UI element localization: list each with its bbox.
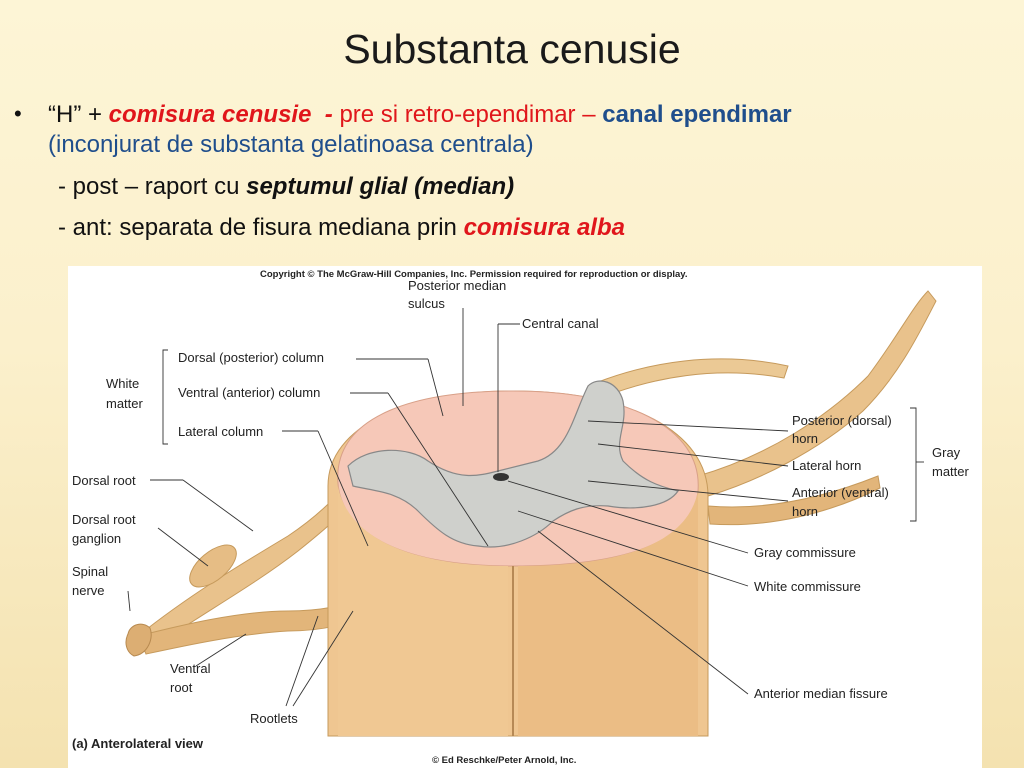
dash-text: - xyxy=(311,101,340,128)
substanta-gelatinoasa-text: (inconjurat de substanta gelatinoasa cen… xyxy=(48,131,534,158)
label-white-commissure: White commissure xyxy=(754,579,861,594)
label-lateral-column: Lateral column xyxy=(178,424,263,439)
label-spinal-nerve-1: Spinal xyxy=(72,564,108,579)
sub-bullet-post: - post – raport cu septumul glial (media… xyxy=(58,172,514,202)
bullet-main: • “H” + comisura cenusie - pre si retro-… xyxy=(14,100,1014,160)
label-white-1: White xyxy=(106,376,139,391)
label-drg-2: ganglion xyxy=(72,531,121,546)
spinal-cord-illustration: Copyright © The McGraw-Hill Companies, I… xyxy=(72,269,970,766)
label-anterior-horn-2: horn xyxy=(792,504,818,519)
comisura-alba-text: comisura alba xyxy=(463,214,625,241)
leader-lines xyxy=(127,308,924,707)
canal-ependimar-text: canal ependimar xyxy=(602,101,792,128)
bullet-text: “H” + comisura cenusie - pre si retro-ep… xyxy=(48,100,1014,160)
bullet-h-text: “H” + xyxy=(48,101,109,128)
sub-ant-prefix: - ant: separata de fisura mediana prin xyxy=(58,214,464,241)
gray-matter-h xyxy=(347,380,679,548)
copyright-bottom: © Ed Reschke/Peter Arnold, Inc. xyxy=(432,755,576,766)
label-rootlets: Rootlets xyxy=(250,711,298,726)
label-spinal-nerve-2: nerve xyxy=(72,583,105,598)
label-posterior-median-1: Posterior median xyxy=(408,278,506,293)
label-central-canal: Central canal xyxy=(522,316,599,331)
label-dorsal-root: Dorsal root xyxy=(72,473,136,488)
sub-bullet-ant: - ant: separata de fisura mediana prin c… xyxy=(58,213,625,243)
label-ventral-column: Ventral (anterior) column xyxy=(178,385,320,400)
label-white-2: matter xyxy=(106,396,144,411)
central-canal-mark xyxy=(493,473,509,481)
label-gray-commissure: Gray commissure xyxy=(754,545,856,560)
figure-caption: (a) Anterolateral view xyxy=(72,736,204,751)
label-anterior-horn-1: Anterior (ventral) xyxy=(792,485,889,500)
nerve-roots xyxy=(125,290,937,657)
spinal-cord-body xyxy=(327,390,709,737)
ependimar-text: pre si retro-ependimar – xyxy=(339,101,603,128)
bullet-symbol: • xyxy=(14,101,22,126)
slide-title: Substanta cenusie xyxy=(343,26,681,72)
copyright-top: Copyright © The McGraw-Hill Companies, I… xyxy=(260,269,688,280)
label-gray-1: Gray xyxy=(932,445,961,460)
label-drg-1: Dorsal root xyxy=(72,512,136,527)
label-ventral-root-2: root xyxy=(170,680,193,695)
comisura-cenusie-text: comisura cenusie xyxy=(108,101,312,128)
label-anterior-median-fissure: Anterior median fissure xyxy=(754,686,888,701)
label-gray-2: matter xyxy=(932,464,970,479)
spinal-cord-figure: Copyright © The McGraw-Hill Companies, I… xyxy=(68,266,982,768)
label-posterior-horn-1: Posterior (dorsal) xyxy=(792,413,892,428)
label-lateral-horn: Lateral horn xyxy=(792,458,861,473)
septumul-glial-text: septumul glial (median) xyxy=(246,173,515,200)
label-posterior-median-2: sulcus xyxy=(408,296,445,311)
label-ventral-root-1: Ventral xyxy=(170,661,211,676)
label-dorsal-column: Dorsal (posterior) column xyxy=(178,350,324,365)
label-posterior-horn-2: horn xyxy=(792,431,818,446)
sub-post-prefix: - post – raport cu xyxy=(58,173,247,200)
